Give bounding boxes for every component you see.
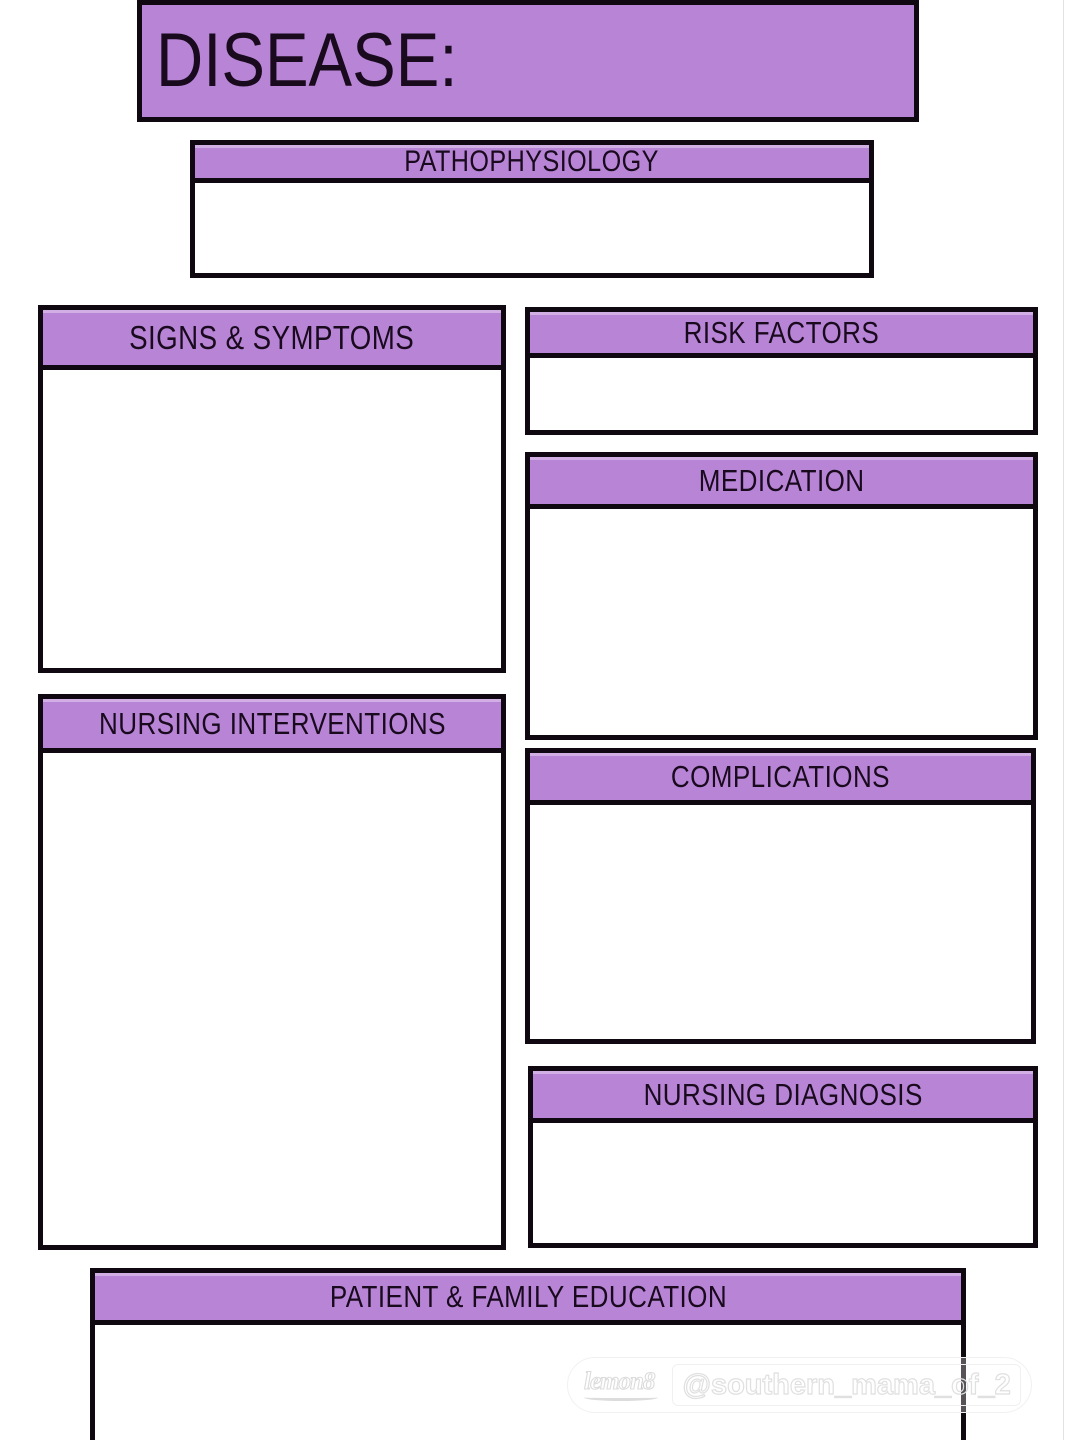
- medication-header: MEDICATION: [530, 457, 1033, 509]
- signs-symptoms-header: SIGNS & SYMPTOMS: [43, 310, 501, 370]
- patient-family-education-header: PATIENT & FAMILY EDUCATION: [95, 1273, 961, 1325]
- section-complications[interactable]: COMPLICATIONS: [525, 748, 1036, 1044]
- section-nursing-diagnosis[interactable]: NURSING DIAGNOSIS: [528, 1066, 1038, 1248]
- lemon8-logo-icon: lemon8: [578, 1367, 660, 1402]
- signs-symptoms-header-label: SIGNS & SYMPTOMS: [129, 318, 415, 356]
- risk-factors-header-label: RISK FACTORS: [683, 314, 880, 350]
- section-pathophysiology[interactable]: PATHOPHYSIOLOGY: [190, 140, 874, 278]
- nursing-diagnosis-header: NURSING DIAGNOSIS: [533, 1071, 1033, 1123]
- watermark-username-label: @southern_mama_of_2: [682, 1368, 1011, 1401]
- section-medication[interactable]: MEDICATION: [525, 452, 1038, 740]
- disease-title-box[interactable]: DISEASE:: [137, 0, 919, 122]
- disease-title-label: DISEASE:: [156, 18, 458, 103]
- pathophysiology-header-label: PATHOPHYSIOLOGY: [404, 145, 660, 178]
- medication-header-label: MEDICATION: [698, 462, 865, 498]
- page-edge-line: [1063, 0, 1064, 1440]
- watermark-handle-box: @southern_mama_of_2: [672, 1364, 1021, 1406]
- nursing-interventions-header-label: NURSING INTERVENTIONS: [98, 705, 446, 741]
- section-patient-family-education[interactable]: PATIENT & FAMILY EDUCATION: [90, 1268, 966, 1440]
- risk-factors-header: RISK FACTORS: [530, 312, 1033, 358]
- section-risk-factors[interactable]: RISK FACTORS: [525, 307, 1038, 435]
- complications-header-label: COMPLICATIONS: [670, 758, 891, 794]
- nursing-interventions-header: NURSING INTERVENTIONS: [43, 699, 501, 753]
- complications-header: COMPLICATIONS: [530, 753, 1031, 805]
- nursing-diagnosis-header-label: NURSING DIAGNOSIS: [643, 1076, 923, 1112]
- patient-family-education-header-label: PATIENT & FAMILY EDUCATION: [329, 1278, 727, 1314]
- lemon8-watermark: lemon8 @southern_mama_of_2: [567, 1357, 1032, 1413]
- section-signs-symptoms[interactable]: SIGNS & SYMPTOMS: [38, 305, 506, 673]
- section-nursing-interventions[interactable]: NURSING INTERVENTIONS: [38, 694, 506, 1250]
- pathophysiology-header: PATHOPHYSIOLOGY: [195, 145, 869, 183]
